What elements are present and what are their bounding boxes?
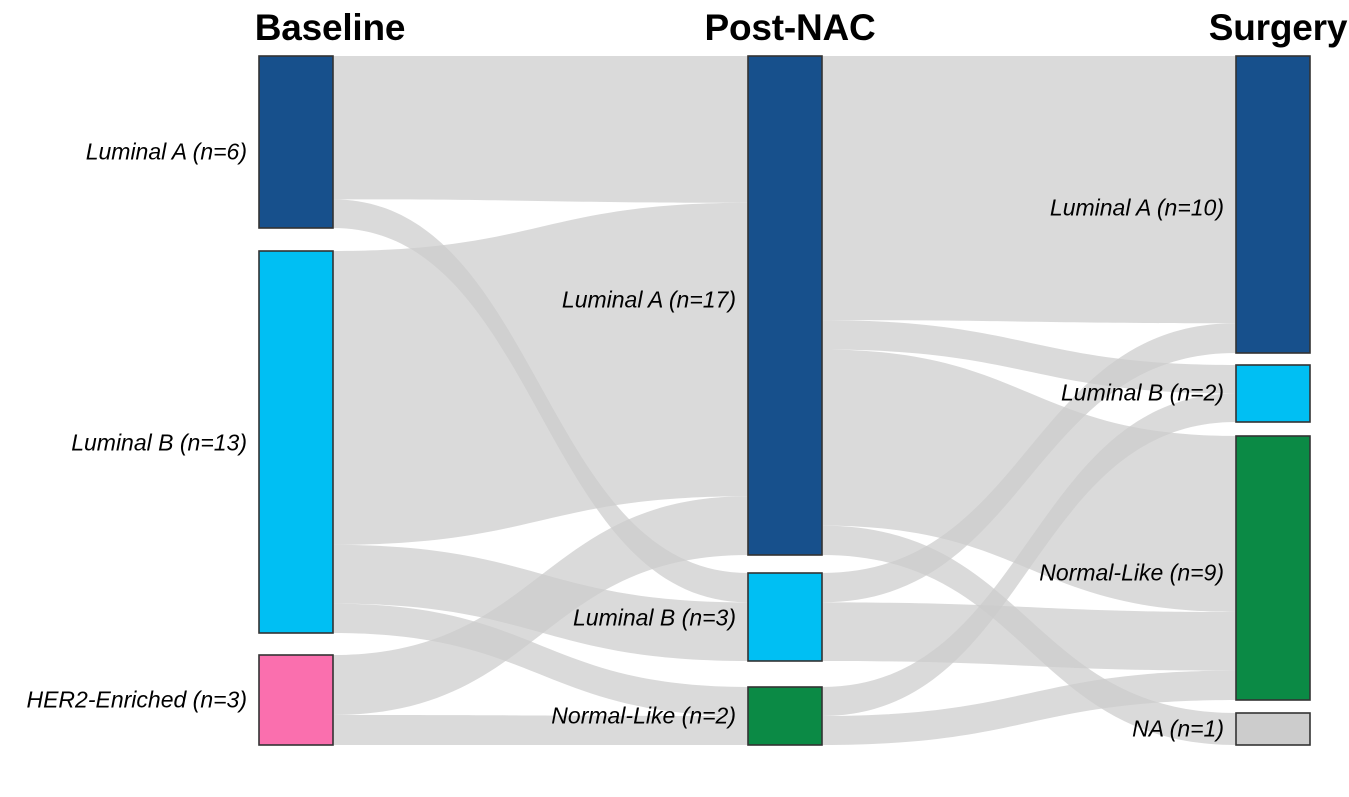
sankey-link: [822, 56, 1236, 324]
sankey-link: [333, 715, 748, 745]
node-label-b_lumB: Luminal B (n=13): [71, 429, 247, 456]
node-label-s_norm: Normal-Like (n=9): [1039, 559, 1224, 586]
sankey-node-s_na[interactable]: [1235, 712, 1311, 746]
node-label-b_lumA: Luminal A (n=6): [85, 138, 247, 165]
node-label-s_na: NA (n=1): [1132, 715, 1224, 742]
sankey-link: [822, 602, 1236, 671]
sankey-node-b_lumB[interactable]: [258, 250, 334, 634]
sankey-link: [333, 496, 748, 715]
node-label-p_lumA: Luminal A (n=17): [561, 286, 736, 313]
sankey-node-p_norm[interactable]: [747, 686, 823, 746]
sankey-link: [333, 56, 748, 203]
node-label-p_norm: Normal-Like (n=2): [551, 702, 736, 729]
sankey-node-p_lumB[interactable]: [747, 572, 823, 662]
column-title-post-nac: Post-NAC: [704, 7, 876, 48]
sankey-link: [822, 670, 1236, 745]
sankey-link: [333, 202, 748, 545]
node-label-b_her2: HER2-Enriched (n=3): [26, 686, 247, 713]
sankey-link: [822, 349, 1236, 612]
sankey-node-s_lumB[interactable]: [1235, 364, 1311, 423]
sankey-node-b_lumA[interactable]: [258, 55, 334, 229]
node-label-s_lumB: Luminal B (n=2): [1061, 379, 1224, 406]
sankey-link: [333, 603, 748, 716]
node-label-s_lumA: Luminal A (n=10): [1049, 194, 1224, 221]
sankey-link: [822, 323, 1236, 603]
sankey-node-b_her2[interactable]: [258, 654, 334, 746]
sankey-link: [822, 393, 1236, 716]
sankey-nodes-group: [258, 55, 1311, 746]
sankey-links-group: [333, 56, 1236, 745]
column-title-surgery: Surgery: [1208, 7, 1348, 48]
sankey-node-s_lumA[interactable]: [1235, 55, 1311, 354]
node-label-p_lumB: Luminal B (n=3): [573, 604, 736, 631]
sankey-node-s_norm[interactable]: [1235, 435, 1311, 701]
column-title-baseline: Baseline: [254, 7, 406, 48]
sankey-node-p_lumA[interactable]: [747, 55, 823, 556]
